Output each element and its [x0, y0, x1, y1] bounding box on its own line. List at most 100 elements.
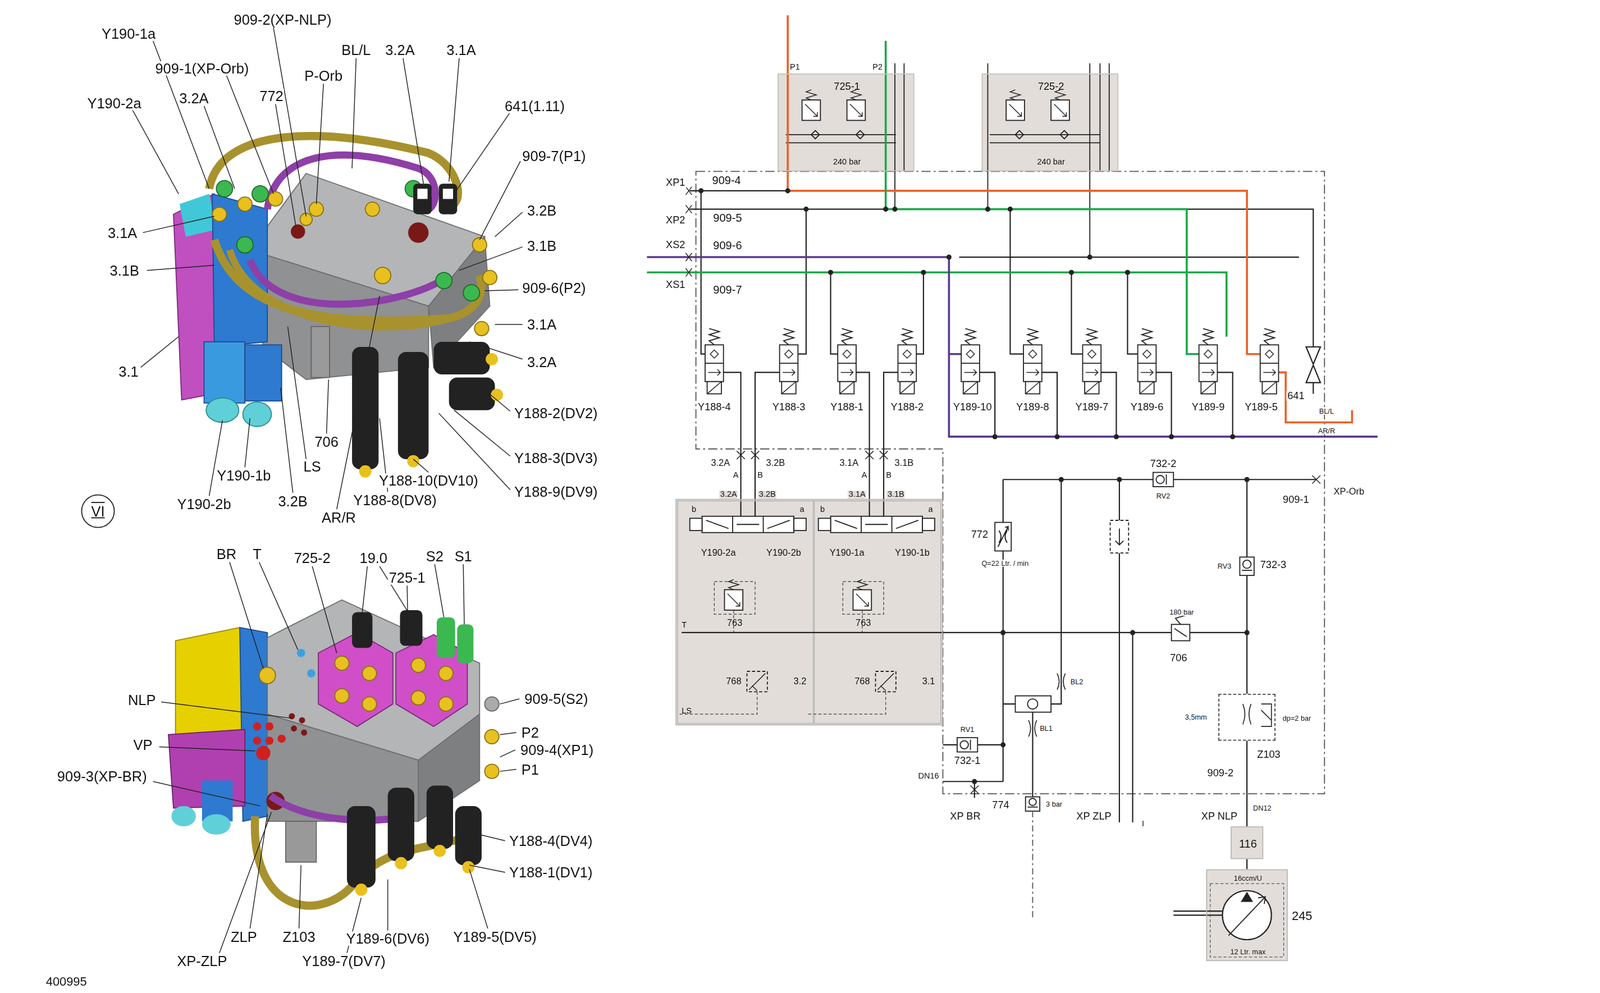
valve-section: 7637683.1	[815, 501, 942, 725]
valve-block-illustration	[265, 722, 274, 731]
hydraulic-schematic	[1054, 433, 1060, 440]
valve-block-illustration	[299, 717, 306, 724]
callout-label: b	[819, 506, 826, 515]
valve-block-illustration	[456, 624, 474, 664]
hydraulic-schematic	[689, 190, 1314, 395]
hydraulic-schematic	[677, 500, 814, 724]
callout-label: BL2	[1069, 678, 1085, 686]
node-label: 240 bar	[1036, 158, 1067, 167]
hydraulic-schematic	[779, 328, 799, 394]
callout-label: I	[1140, 820, 1146, 829]
hydraulic-schematic	[1087, 254, 1093, 260]
node-label: 725-2	[1036, 81, 1065, 92]
valve-block-illustration	[439, 696, 454, 711]
callout-label: 180 bar	[1168, 608, 1195, 616]
callout-label: BL1	[1038, 724, 1054, 733]
callout-label: 732-3	[1259, 560, 1288, 571]
valve-block-illustration	[253, 722, 286, 761]
callout-label: XP-Orb	[1332, 487, 1366, 497]
callout-label: P-Orb	[303, 68, 344, 83]
valve-block-illustration	[175, 627, 246, 735]
hydraulic-schematic	[646, 40, 1227, 355]
hydraulic-schematic	[946, 254, 952, 260]
hydraulic-schematic	[847, 89, 866, 121]
valve-block-illustration	[362, 666, 377, 681]
hydraulic-schematic	[689, 518, 703, 531]
hydraulic-schematic	[897, 328, 917, 394]
callout-label: NLP	[126, 692, 157, 707]
node-label: 16ccm/U	[1232, 875, 1264, 883]
callout-label: AR/R	[1317, 427, 1337, 435]
callout-label: ZLP	[229, 929, 258, 944]
valve-block-illustration	[236, 236, 254, 254]
valve-block-illustration	[290, 725, 297, 732]
hydraulic-schematic	[785, 134, 1101, 144]
valve-block-illustration	[204, 341, 246, 404]
valve-block-illustration	[442, 188, 454, 199]
valve-block-illustration	[212, 207, 227, 222]
callout-label: BL/L	[1318, 407, 1336, 415]
callout-label: 3.2A	[710, 458, 731, 468]
hydraulic-schematic	[1230, 826, 1264, 859]
node-label: 763	[854, 618, 872, 628]
valve-block-illustration	[474, 321, 489, 336]
valve-block-illustration	[426, 785, 454, 850]
node-label: 240 bar	[832, 158, 862, 167]
hydraulic-schematic	[998, 526, 1009, 547]
valve-block-illustration	[288, 713, 308, 736]
callout-label: S2	[424, 549, 445, 564]
callout-label: 732-2	[1149, 459, 1178, 470]
valve-block-illustration	[285, 821, 317, 863]
hydraulic-schematic	[960, 741, 969, 750]
pump-unit: 24516ccm/U12 Ltr. max	[1205, 869, 1288, 962]
hydraulic-schematic	[883, 272, 924, 516]
valve-block-illustration	[253, 722, 262, 731]
callout-label: DN16	[917, 772, 941, 781]
callout-label: Y189-8	[1015, 401, 1050, 413]
callout-label: DN12	[1251, 804, 1273, 812]
callout-label: 3.1B	[526, 238, 558, 253]
callout-label: Y190-1b	[215, 468, 272, 483]
callout-label: A	[860, 471, 868, 480]
callout-label: 909-5	[712, 212, 744, 224]
hydraulic-schematic	[1009, 209, 1058, 437]
callout-label: 909-6(P2)	[521, 280, 588, 295]
callout-label: a	[927, 506, 935, 515]
node-label: 763	[725, 618, 744, 628]
callout-label: 772	[970, 529, 990, 540]
hydraulic-schematic	[830, 272, 870, 516]
hydraulic-schematic	[1023, 328, 1042, 394]
hydraulic-schematic	[696, 171, 1325, 794]
valve-block-illustration	[436, 617, 456, 659]
valve-block-illustration	[417, 188, 428, 199]
callout-label: BL/L	[340, 42, 372, 57]
valve-block-illustration	[296, 648, 306, 658]
valve-block-illustration	[259, 667, 276, 684]
valve-block-illustration	[482, 270, 497, 285]
callout-label: 909-7	[712, 284, 744, 296]
node-label: 3.2	[792, 677, 808, 687]
valve-block-illustration	[455, 806, 482, 866]
node-label: 3.1	[921, 677, 936, 687]
valve-block-illustration	[346, 806, 376, 888]
hydraulic-schematic	[814, 500, 941, 724]
hydraulic-schematic	[971, 477, 1250, 785]
hydraulic-schematic	[802, 89, 821, 121]
callout-label: 3.1A	[847, 490, 867, 500]
callout-label: Y189-7(DV7)	[300, 953, 387, 968]
valve-block-illustration	[439, 183, 458, 215]
hydraulic-schematic	[677, 500, 941, 724]
valve-block-illustration	[216, 180, 233, 198]
valve-block-illustration	[374, 267, 391, 284]
valve-block-illustration	[449, 377, 496, 411]
hydraulic-schematic	[1000, 742, 1006, 748]
hydraulic-schematic	[1068, 270, 1074, 276]
callout-label: b	[690, 506, 698, 515]
valve-block-illustration	[433, 844, 446, 858]
callout-label: P1	[520, 762, 541, 777]
hydraulic-schematic	[828, 270, 834, 276]
node-label: Z103	[1255, 750, 1282, 761]
hydraulic-schematic	[920, 270, 926, 276]
valve-block-illustration	[270, 796, 409, 821]
